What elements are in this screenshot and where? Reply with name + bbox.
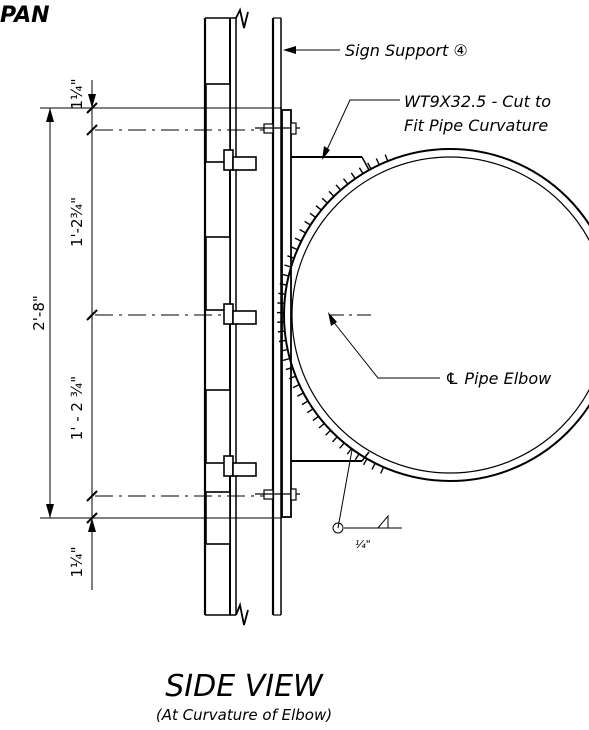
panel-stiffeners — [205, 83, 231, 545]
view-title: SIDE VIEW — [165, 669, 324, 704]
weld-tick — [339, 442, 345, 449]
weld-tick — [354, 453, 360, 461]
weld-tick — [290, 246, 298, 251]
weld-tick — [278, 292, 286, 295]
weld-tick — [325, 429, 332, 436]
dim-top-gap: 1¼" — [68, 79, 86, 110]
weld-tick — [277, 330, 285, 333]
weld-tick — [282, 357, 290, 362]
weld-tick — [278, 339, 287, 343]
weld-tick — [367, 162, 372, 170]
dim-upper-span: 1'-2¾" — [68, 197, 86, 247]
dim-bottom-gap: 1¼" — [68, 547, 86, 578]
weld-tick — [328, 190, 335, 197]
break-lines — [235, 7, 249, 626]
weld-tick — [288, 375, 296, 380]
bolt-centerlines — [95, 129, 264, 497]
weld-tick — [304, 220, 311, 226]
weld-tick — [299, 228, 307, 234]
weld-hatching — [276, 154, 389, 474]
leader-arrowheads — [283, 46, 337, 326]
weld-tick — [280, 348, 288, 352]
sign-support-member — [271, 17, 282, 616]
weld-tick — [309, 212, 317, 218]
weld-tick — [284, 264, 292, 268]
base-plate — [281, 109, 292, 518]
weld-tick — [371, 462, 376, 470]
anchor-bolts — [255, 122, 300, 501]
dim-overall: 2'-8" — [30, 295, 48, 331]
weld-tick — [342, 178, 349, 185]
leaders — [290, 49, 440, 529]
label-wt-line1: WT9X32.5 - Cut to — [404, 92, 551, 111]
weld-tick — [318, 422, 325, 429]
weld-tick — [292, 383, 300, 389]
weld-tick — [285, 366, 293, 371]
weld-tick — [362, 458, 368, 466]
weld-tick — [277, 302, 285, 305]
weld-tick — [294, 237, 302, 242]
weld-tick — [301, 400, 309, 406]
wt-bracket — [291, 156, 370, 462]
weld-tick — [384, 154, 389, 162]
weld-tick — [296, 392, 304, 397]
weld-tick — [346, 448, 353, 455]
dimension-arrows — [46, 94, 96, 532]
weld-symbol — [332, 514, 389, 534]
weld-tick — [306, 408, 314, 414]
weld-tick — [312, 415, 319, 422]
weld-tick — [331, 436, 338, 443]
clip-angles — [223, 149, 257, 477]
weld-tick — [279, 283, 287, 286]
pipe-elbow — [283, 148, 589, 482]
dimension-lines — [40, 80, 282, 590]
weld-tick — [335, 184, 342, 191]
label-pipe-elbow: ℄ Pipe Elbow — [445, 369, 552, 388]
weld-tick — [315, 205, 322, 211]
partial-heading: PAN — [0, 3, 50, 28]
weld-size: ¼" — [355, 538, 371, 551]
label-wt-line2: Fit Pipe Curvature — [404, 116, 548, 135]
weld-tick — [281, 273, 289, 277]
weld-tick — [287, 255, 295, 259]
dim-lower-span: 1' - 2 ¾" — [68, 376, 86, 440]
weld-tick — [375, 158, 380, 166]
weld-tick — [358, 167, 364, 174]
weld-tick — [350, 172, 356, 180]
label-sign-support: Sign Support ④ — [345, 41, 468, 60]
weld-tick — [321, 197, 328, 204]
view-subtitle: (At Curvature of Elbow) — [156, 706, 332, 724]
weld-tick — [380, 466, 385, 474]
